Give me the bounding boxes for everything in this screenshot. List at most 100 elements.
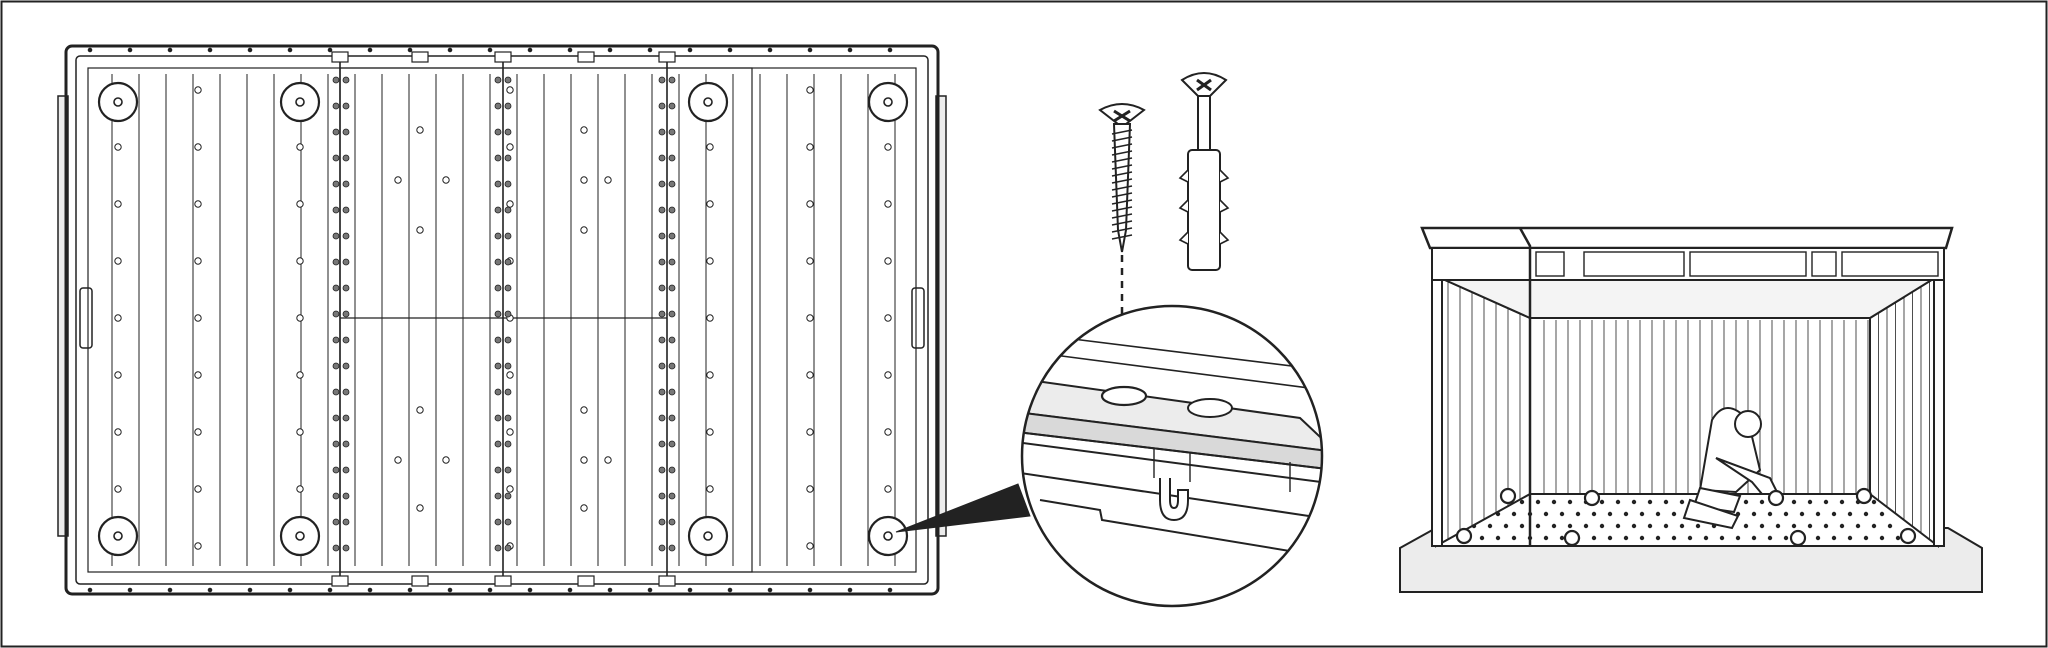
floor-seam-peg <box>658 310 666 318</box>
plug-fin <box>1219 169 1230 183</box>
floor-edge-rivet <box>327 587 333 593</box>
shed-floor-dot <box>1551 499 1557 505</box>
floor-seam-peg <box>332 232 340 240</box>
floor-clip-right <box>911 287 925 349</box>
floor-seam-peg <box>332 76 340 84</box>
screw-thread <box>1111 164 1133 170</box>
shed-floor-dot <box>1783 511 1789 517</box>
floor-seam-peg <box>658 232 666 240</box>
floor-seam-peg <box>494 128 502 136</box>
shed-anchor-marker <box>1789 529 1807 547</box>
floor-peg-hole <box>706 314 714 322</box>
shed-floor-dot <box>1607 511 1613 517</box>
shed-floor-dot <box>1647 523 1653 529</box>
floor-seam-peg <box>342 154 350 162</box>
floor-edge-rivet <box>287 587 293 593</box>
floor-seam-peg <box>342 440 350 448</box>
shed-floor-dot <box>1591 535 1597 541</box>
floor-peg-hole <box>706 428 714 436</box>
floor-seam-peg <box>332 362 340 370</box>
floor-edge-rivet <box>727 47 733 53</box>
floor-peg-hole <box>806 314 814 322</box>
floor-outer-edge <box>64 44 940 596</box>
shed-floor-dot <box>1831 511 1837 517</box>
floor-edge-rivet <box>487 587 493 593</box>
floor-peg-hole <box>706 485 714 493</box>
floor-edge-rivet <box>527 47 533 53</box>
shed-floor-dot <box>1719 535 1725 541</box>
floor-peg-hole <box>194 485 202 493</box>
floor-peg-hole <box>506 428 514 436</box>
floor-seam-peg <box>658 128 666 136</box>
floor-vent-hole <box>394 176 402 184</box>
floor-peg-hole <box>114 371 122 379</box>
kneeling-installer <box>1682 407 1780 530</box>
floor-peg-hole <box>806 257 814 265</box>
floor-edge-rivet <box>767 47 773 53</box>
floor-vent-hole <box>580 226 588 234</box>
floor-peg-hole <box>296 314 304 322</box>
floor-seam-peg <box>658 76 666 84</box>
floor-peg-hole <box>194 257 202 265</box>
floor-seam-peg <box>668 232 676 240</box>
floor-seam-peg <box>332 388 340 396</box>
floor-seam-peg <box>504 180 512 188</box>
floor-seam-peg <box>332 206 340 214</box>
shed-roof-fascia <box>1420 226 1954 250</box>
floor-seam-peg <box>494 492 502 500</box>
floor-seam-peg <box>332 466 340 474</box>
floor-peg-hole <box>114 200 122 208</box>
floor-peg-hole <box>884 314 892 322</box>
floor-seam-peg <box>494 414 502 422</box>
floor-peg-hole <box>884 200 892 208</box>
floor-seam-peg <box>658 102 666 110</box>
floor-anchor-hole <box>883 531 893 541</box>
floor-vent-hole <box>442 456 450 464</box>
floor-edge-rivet <box>567 587 573 593</box>
floor-seam-peg <box>504 76 512 84</box>
floor-edge-rivet <box>207 587 213 593</box>
shed-floor-dot <box>1679 523 1685 529</box>
floor-seam-peg <box>494 544 502 552</box>
shed-floor-dot <box>1839 523 1845 529</box>
floor-edge-tab <box>658 51 676 63</box>
floor-peg-hole <box>706 143 714 151</box>
floor-seam-peg <box>668 388 676 396</box>
floor-edge-rivet <box>167 587 173 593</box>
floor-seam-peg <box>658 518 666 526</box>
floor-peg-hole <box>506 143 514 151</box>
shed-floor-dot <box>1863 511 1869 517</box>
floor-seam-peg <box>658 206 666 214</box>
shed-floor-dot <box>1551 523 1557 529</box>
floor-edge-rivet <box>87 587 93 593</box>
screw-icon <box>1098 103 1146 253</box>
floor-seam-peg <box>332 336 340 344</box>
floor-peg-hole <box>114 485 122 493</box>
floor-seam-peg <box>668 518 676 526</box>
screw-thread <box>1111 185 1133 191</box>
screw-thread <box>1111 136 1133 142</box>
floor-seam-peg <box>342 362 350 370</box>
floor-peg-hole <box>296 428 304 436</box>
shed-floor-dot <box>1791 523 1797 529</box>
floor-edge-rivet <box>687 47 693 53</box>
floor-seam-peg <box>494 466 502 474</box>
shed-floor-dot <box>1647 499 1653 505</box>
floor-seam-peg <box>504 102 512 110</box>
screw-thread <box>1111 157 1133 163</box>
plug-fin <box>1219 199 1230 213</box>
floor-edge-tab <box>411 51 429 63</box>
screw-thread <box>1111 220 1133 226</box>
shed-floor-dot <box>1615 523 1621 529</box>
floor-seam-peg <box>332 440 340 448</box>
floor-anchor-hole <box>703 531 713 541</box>
shed-floor-dot <box>1767 511 1773 517</box>
floor-seam-peg <box>504 362 512 370</box>
floor-edge-rivet <box>887 47 893 53</box>
floor-seam-peg <box>658 440 666 448</box>
floor-vent-hole <box>580 406 588 414</box>
floor-edge-rivet <box>127 587 133 593</box>
screw-thread <box>1111 178 1133 184</box>
shed-floor-dot <box>1759 523 1765 529</box>
floor-vent-hole <box>604 176 612 184</box>
